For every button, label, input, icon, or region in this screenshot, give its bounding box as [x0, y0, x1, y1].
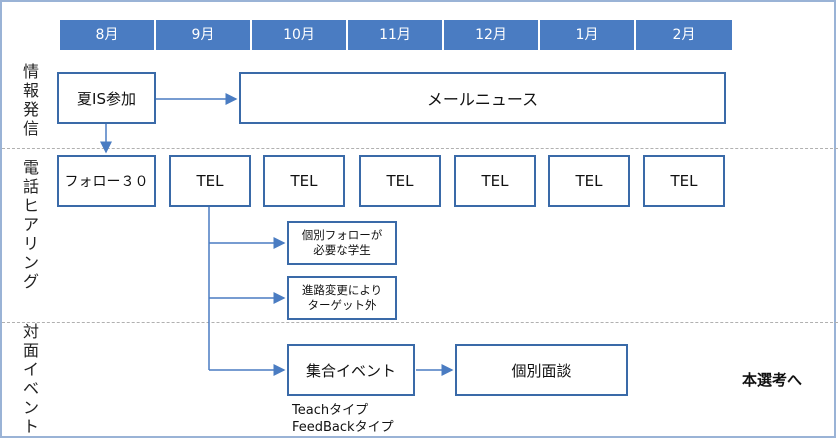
next-step-label: 本選考へ — [742, 371, 803, 389]
month-jan: 1月 — [540, 20, 636, 50]
box-career-change: 進路変更により ターゲット外 — [287, 276, 397, 320]
month-feb: 2月 — [636, 20, 732, 50]
box-follow30: フォロー３０ — [57, 155, 156, 207]
lane-label-event: 対面イベント — [22, 322, 39, 436]
box-individual-interview: 個別面談 — [455, 344, 628, 396]
month-oct: 10月 — [252, 20, 348, 50]
month-dec: 12月 — [444, 20, 540, 50]
month-sep: 9月 — [156, 20, 252, 50]
lane-divider-2 — [2, 322, 838, 323]
lane-divider-1 — [2, 148, 838, 149]
box-summer-is: 夏IS参加 — [57, 72, 156, 124]
box-tel-feb: TEL — [643, 155, 725, 207]
box-tel-nov: TEL — [359, 155, 441, 207]
box-tel-dec: TEL — [454, 155, 536, 207]
box-mail-news: メールニュース — [239, 72, 726, 124]
month-aug: 8月 — [60, 20, 156, 50]
event-type-feedback: FeedBackタイプ — [292, 420, 394, 435]
box-individual-follow: 個別フォローが 必要な学生 — [287, 221, 397, 265]
box-tel-oct: TEL — [263, 155, 345, 207]
lane-label-phone: 電話ヒアリング — [22, 158, 39, 291]
lane-label-info: 情報発信 — [22, 62, 39, 138]
box-group-event: 集合イベント — [287, 344, 415, 396]
month-nov: 11月 — [348, 20, 444, 50]
box-tel-jan: TEL — [548, 155, 630, 207]
event-type-teach: Teachタイプ — [292, 403, 369, 418]
box-tel-sep: TEL — [169, 155, 251, 207]
